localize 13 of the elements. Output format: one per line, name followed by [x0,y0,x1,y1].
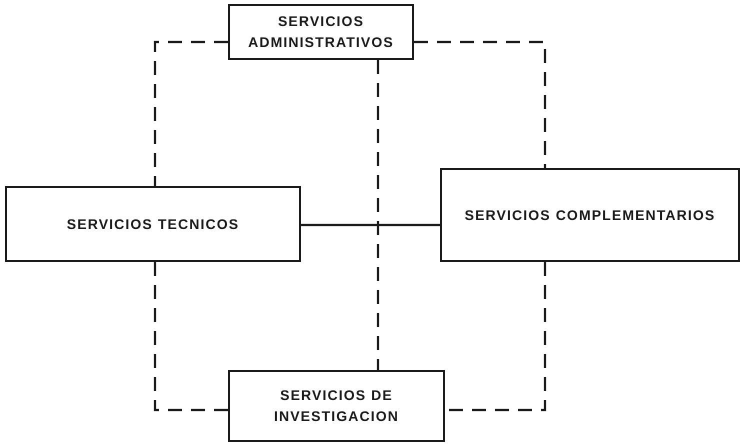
service-box [5,186,301,262]
dashed-connector [154,262,228,412]
service-box [228,4,414,60]
box-label: SERVICIOS ADMINISTRATIVOS [247,12,395,52]
box-label: SERVICIOS TECNICOS [66,214,240,234]
service-box [440,168,740,262]
dashed-connector [414,40,546,168]
box-label: SERVICIOS COMPLEMENTARIOS [464,206,716,224]
service-box [228,370,445,442]
dashed-connector [154,40,228,186]
connector-line [301,224,440,226]
box-label: SERVICIOS DE INVESTIGACION [272,386,400,426]
dashed-connector [376,60,380,370]
